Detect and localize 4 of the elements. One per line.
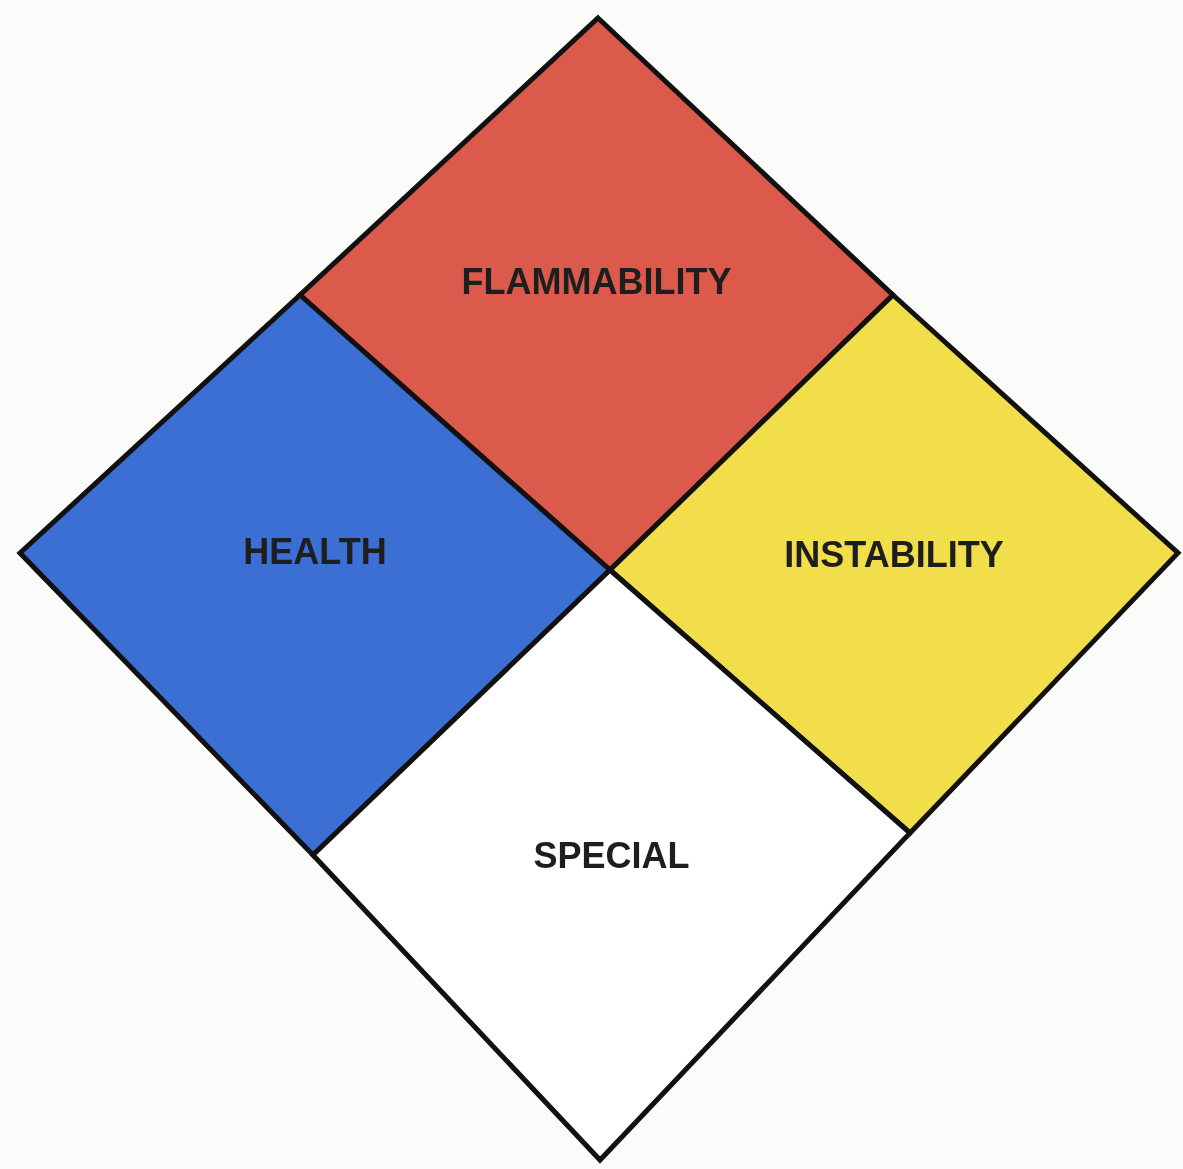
hazard-category-label: FLAMMABILITY [461,261,732,302]
hazard-category-label: SPECIAL [533,835,690,876]
hazard-category-label: HEALTH [243,531,387,572]
hazard-category-label: INSTABILITY [784,534,1004,575]
